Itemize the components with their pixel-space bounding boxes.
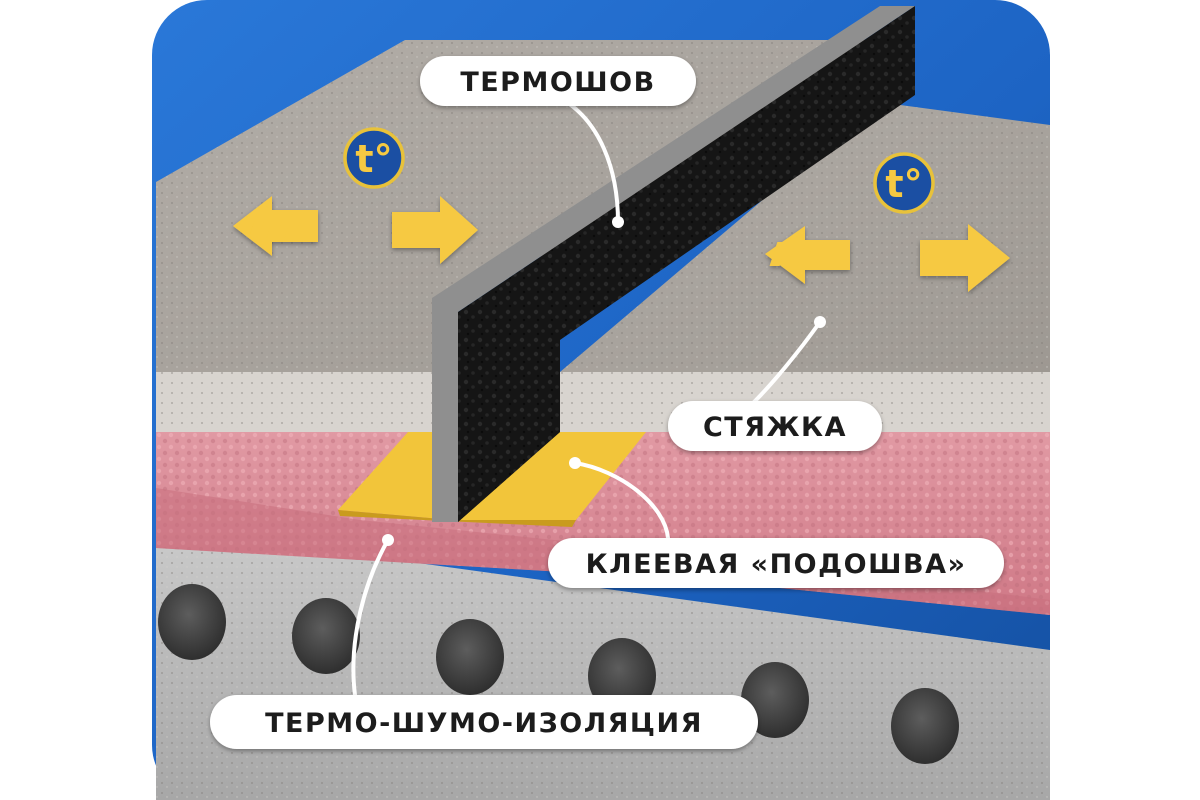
- label-seam-text: ТЕРМОШОВ: [460, 67, 655, 98]
- slab-hole: [436, 619, 504, 695]
- leader-line-seam: [558, 96, 620, 224]
- temperature-symbol: t°: [355, 137, 392, 181]
- screed-left-side-texture: [156, 372, 440, 432]
- label-adhesive-sole: КЛЕЕВАЯ «ПОДОШВА»: [548, 538, 1004, 588]
- leader-lines: [351, 96, 822, 697]
- leader-dot-insulation: [382, 534, 394, 546]
- leader-line-screed: [746, 320, 822, 410]
- leader-dot-sole: [569, 457, 581, 469]
- slab-hole: [158, 584, 226, 660]
- temperature-symbol: t°: [885, 162, 922, 206]
- label-screed: СТЯЖКА: [668, 401, 882, 451]
- thermometer-t-icon: t°: [873, 152, 935, 214]
- leader-dots: [382, 216, 826, 546]
- double-arrow-icon: [765, 224, 1010, 292]
- thermal-seam-strip: [458, 6, 915, 522]
- temperature-group-right: t°: [765, 152, 1010, 292]
- leader-line-sole: [573, 461, 670, 540]
- slab-hole: [292, 598, 360, 674]
- label-adhesive-sole-text: КЛЕЕВАЯ «ПОДОШВА»: [586, 549, 967, 580]
- temperature-group-left: t°: [233, 127, 478, 264]
- label-screed-text: СТЯЖКА: [703, 412, 847, 443]
- label-insulation-text: ТЕРМО-ШУМО-ИЗОЛЯЦИЯ: [265, 708, 703, 739]
- leader-dot-screed: [814, 316, 826, 328]
- leader-dot-seam: [612, 216, 624, 228]
- slab-hole: [741, 662, 809, 738]
- thermal-seam-edge: [432, 6, 915, 522]
- slab-hole: [891, 688, 959, 764]
- leader-line-insulation: [351, 538, 390, 697]
- thermometer-t-icon: t°: [343, 127, 405, 189]
- label-seam: ТЕРМОШОВ: [420, 56, 696, 106]
- double-arrow-icon: [233, 196, 478, 264]
- label-insulation: ТЕРМО-ШУМО-ИЗОЛЯЦИЯ: [210, 695, 758, 749]
- thermal-seam-face: [458, 312, 560, 522]
- adhesive-sole-shadow: [338, 510, 576, 527]
